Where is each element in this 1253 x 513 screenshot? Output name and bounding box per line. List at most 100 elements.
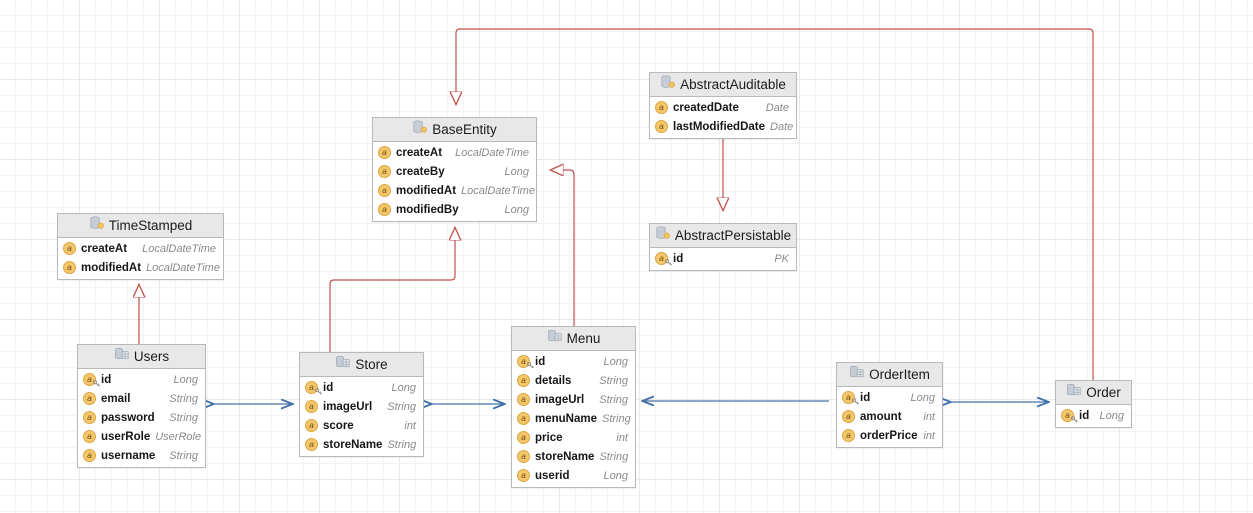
attribute-icon: a xyxy=(517,450,530,463)
attribute-icon: a xyxy=(63,242,76,255)
field-type: String xyxy=(169,449,198,462)
abstract-class-icon xyxy=(655,226,670,245)
field-name: menuName xyxy=(535,412,597,425)
attribute-icon: a xyxy=(378,146,391,159)
primary-key-icon: a xyxy=(1061,409,1078,423)
class-name: AbstractPersistable xyxy=(674,228,792,243)
field-type: String xyxy=(387,400,416,413)
field-name: modifiedBy xyxy=(396,203,459,216)
field-row[interactable]: a modifiedBy Long xyxy=(373,200,536,219)
field-name: email xyxy=(101,392,131,405)
field-type: Long xyxy=(173,373,198,386)
entity-table-icon xyxy=(335,355,350,374)
class-header-users[interactable]: Users xyxy=(78,345,205,369)
abstract-class-icon xyxy=(660,75,675,94)
class-header-timestamped[interactable]: TimeStamped xyxy=(58,214,223,238)
class-name: TimeStamped xyxy=(108,218,193,233)
field-type: LocalDateTime xyxy=(146,261,220,274)
field-type: String xyxy=(599,374,628,387)
class-name: Store xyxy=(355,357,388,372)
attribute-icon: a xyxy=(655,120,668,133)
field-name: createBy xyxy=(396,165,445,178)
attribute-icon: a xyxy=(83,430,96,443)
primary-key-icon: a xyxy=(83,373,100,387)
link-menu-baseentity xyxy=(551,170,575,326)
class-header-menu[interactable]: Menu xyxy=(512,327,635,351)
class-header-orderitem[interactable]: OrderItem xyxy=(837,363,942,387)
attribute-icon: a xyxy=(655,101,668,114)
attribute-icon: a xyxy=(842,410,855,423)
class-header-order[interactable]: Order xyxy=(1056,381,1131,405)
field-row[interactable]: a lastModifiedDate Date xyxy=(650,117,796,136)
field-name: imageUrl xyxy=(535,393,585,406)
field-name: lastModifiedDate xyxy=(673,120,766,133)
primary-key-icon: a xyxy=(517,355,534,369)
attribute-icon: a xyxy=(378,203,391,216)
attribute-icon: a xyxy=(83,392,96,405)
field-name: username xyxy=(101,449,156,462)
field-name: password xyxy=(101,411,155,424)
field-type: int xyxy=(616,431,628,444)
class-name: OrderItem xyxy=(869,367,930,382)
attribute-icon: a xyxy=(517,393,530,406)
abstract-class-icon xyxy=(89,216,104,235)
field-name: storeName xyxy=(323,438,383,451)
class-header-store[interactable]: Store xyxy=(300,353,423,377)
field-type: Long xyxy=(504,203,529,216)
field-type: Long xyxy=(504,165,529,178)
class-name: BaseEntity xyxy=(432,122,497,137)
field-type: String xyxy=(602,412,631,425)
class-header-abstractauditable[interactable]: AbstractAuditable xyxy=(650,73,796,97)
field-type: Long xyxy=(603,355,628,368)
field-name: imageUrl xyxy=(323,400,373,413)
class-header-abstractpersistable[interactable]: AbstractPersistable xyxy=(650,224,796,248)
entity-table-icon xyxy=(114,347,129,366)
field-type: Date xyxy=(770,120,794,133)
class-header-baseentity[interactable]: BaseEntity xyxy=(373,118,536,142)
